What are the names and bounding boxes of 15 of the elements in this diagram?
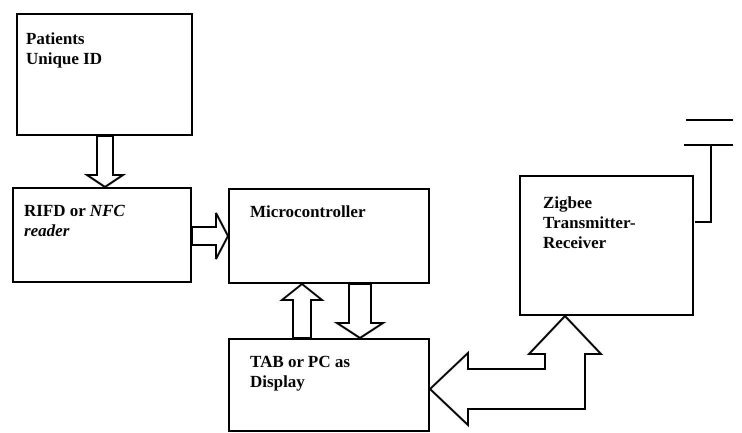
block-arrow — [191, 212, 230, 260]
block-label: RIFD or NFC reader — [24, 201, 126, 241]
block-label: Patients Unique ID — [26, 29, 104, 69]
block-arrow — [279, 282, 325, 339]
block-box — [16, 13, 193, 136]
block-box — [12, 187, 192, 283]
block-label: TAB or PC as Display — [250, 352, 351, 392]
block-box — [228, 188, 430, 284]
block-arrow — [334, 283, 386, 340]
block-label: Microcontroller — [250, 202, 366, 222]
block-box — [228, 338, 430, 432]
block-arrow — [84, 135, 126, 188]
block-arrow — [428, 314, 604, 428]
block-label: Zigbee Transmitter-Receiver — [543, 193, 637, 253]
block-box — [519, 175, 694, 316]
